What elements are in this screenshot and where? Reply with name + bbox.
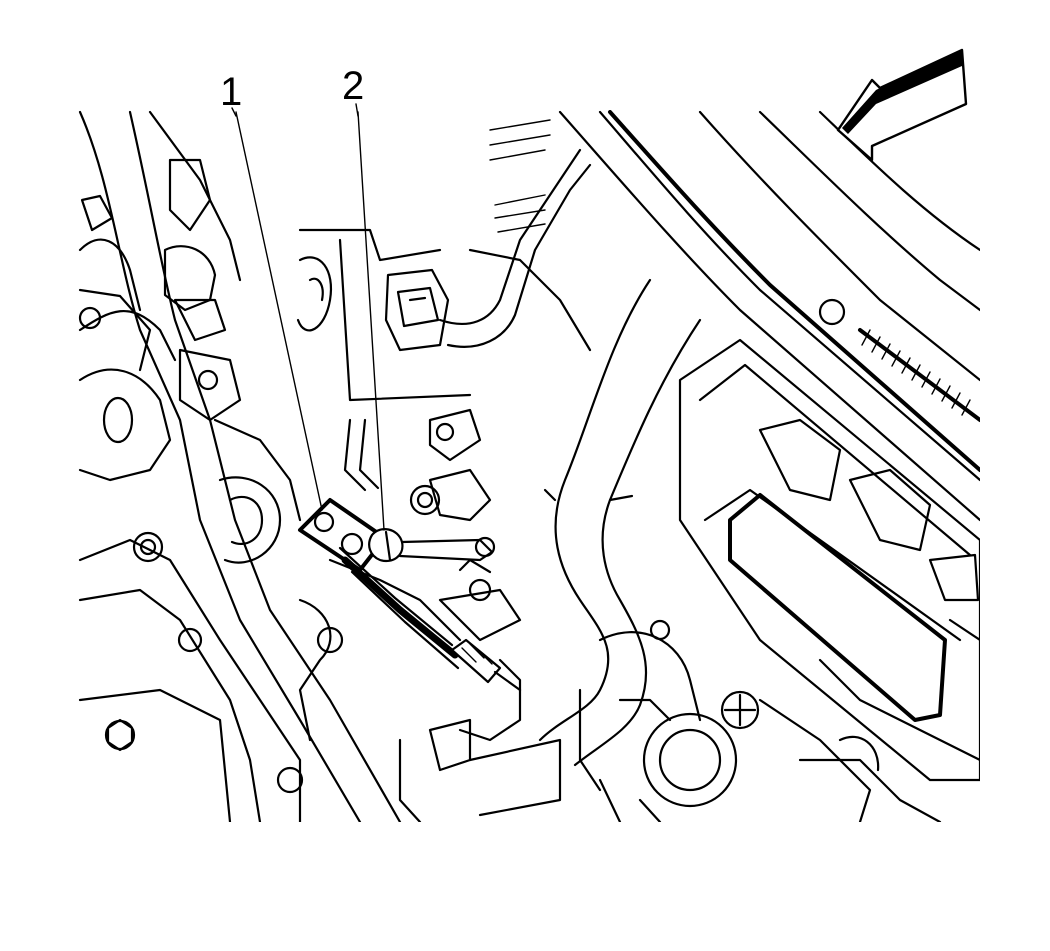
arrow-icon: [836, 48, 968, 162]
central-components: [296, 119, 592, 522]
callout-leaders: [235, 111, 385, 531]
callout-leader-1-top: [231, 107, 237, 117]
highlighted-pipe-assembly: [298, 498, 522, 692]
coolant-hose: [538, 278, 702, 767]
lower-components: [298, 558, 980, 822]
engine-cover: [558, 110, 980, 782]
callout-label-1: 1: [220, 70, 243, 114]
clamp-bolt: [368, 528, 496, 563]
left-strut-tower: [78, 110, 402, 822]
callout-leader-2: [357, 111, 385, 531]
callout-leader-1: [235, 111, 323, 511]
callout-leader-2-top: [355, 103, 359, 117]
callout-label-2: 2: [342, 64, 365, 108]
upper-left-components: [148, 110, 302, 564]
